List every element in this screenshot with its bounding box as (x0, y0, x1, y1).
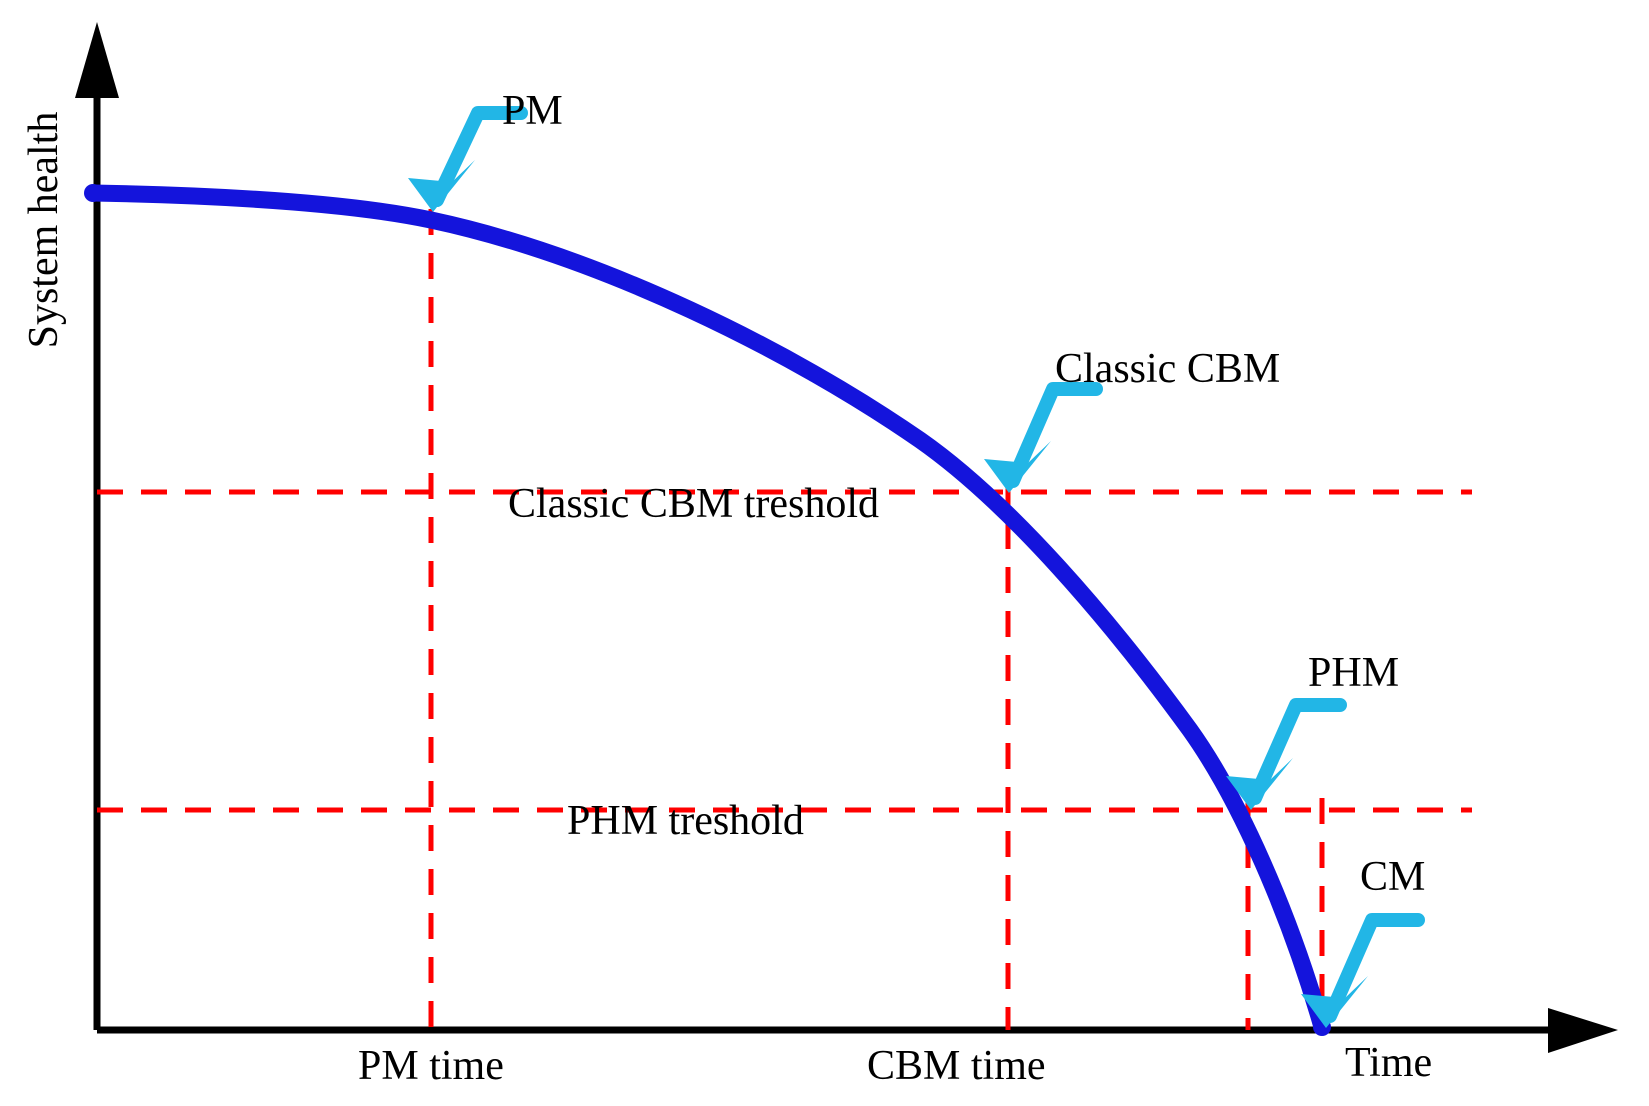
y-axis (75, 22, 119, 1030)
callout-label-cm: CM (1360, 854, 1426, 900)
y-axis-title: System health (21, 111, 67, 349)
cm-callout-arrow (1323, 913, 1425, 1023)
phm-callout-arrow (1248, 698, 1347, 805)
event-lines (428, 209, 1325, 1030)
y-axis-title-wrapper: System health (14, 80, 74, 380)
callout-label-pm: PM (502, 88, 563, 134)
tick-label-pm-time: PM time (358, 1043, 504, 1089)
system-health-curve (84, 184, 1331, 1036)
x-axis-title: Time (1345, 1040, 1433, 1086)
callout-arrows (430, 106, 1425, 1023)
tick-label-cbm-time: CBM time (867, 1043, 1046, 1089)
callout-arrowheads (408, 160, 1368, 1028)
label-classic-cbm-threshold: Classic CBM treshold (508, 481, 880, 527)
label-phm-threshold: PHM treshold (567, 798, 804, 844)
callout-label-phm: PHM (1308, 650, 1400, 696)
pm-callout-arrow (430, 106, 528, 207)
classic-cbm-callout-arrow (1006, 382, 1103, 488)
callout-label-classic-cbm: Classic CBM (1055, 346, 1281, 392)
